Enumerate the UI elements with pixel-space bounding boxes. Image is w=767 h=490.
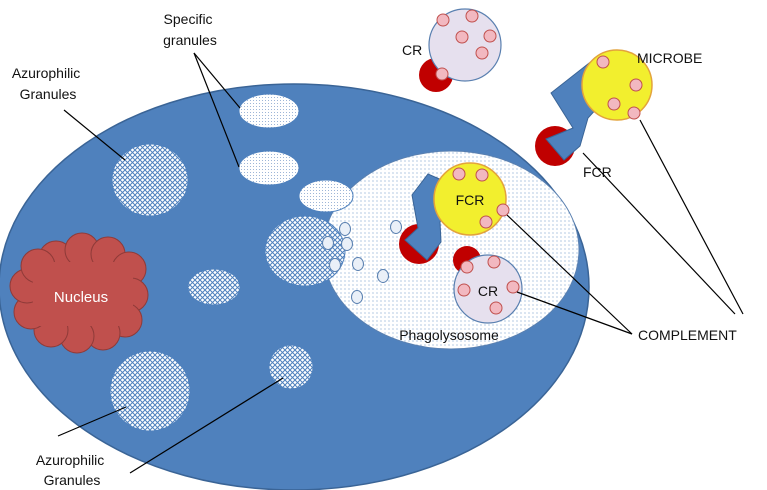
microbe-icon [581, 49, 653, 121]
azurophilic-granule-fusing [264, 215, 346, 287]
complement-icon [457, 255, 520, 315]
phagolysosome-label: Phagolysosome [399, 327, 499, 343]
specific-granule [298, 179, 354, 213]
complement-icon [435, 9, 497, 81]
leader-lines [57, 52, 744, 474]
nucleus-core [33, 262, 133, 326]
specific-granules-label: Specific granules [163, 11, 217, 48]
azurophilic-granule [109, 350, 191, 432]
cr-label-inside: CR [478, 283, 498, 299]
complement-icon [452, 167, 510, 229]
azurophilic-granules-label-bottom: Azurophilic Granules [36, 452, 108, 488]
fcr-label-inside: FCR [456, 192, 485, 208]
complement-label: COMPLEMENT [638, 327, 737, 343]
azurophilic-granule [268, 344, 314, 390]
microbe-label: MICROBE [637, 50, 702, 66]
azurophilic-granules-label-top: Azurophilic Granules [12, 65, 84, 102]
specific-granule [238, 93, 300, 129]
complement-icon [596, 55, 643, 120]
nucleus-label: Nucleus [54, 289, 108, 306]
vesicles [322, 220, 402, 304]
microbe-icon [428, 8, 502, 82]
specific-granule [238, 150, 300, 186]
cr-label-outside: CR [402, 42, 422, 58]
azurophilic-granule [187, 268, 241, 306]
fcr-label-outside: FCR [583, 164, 612, 180]
azurophilic-granule [111, 143, 189, 217]
